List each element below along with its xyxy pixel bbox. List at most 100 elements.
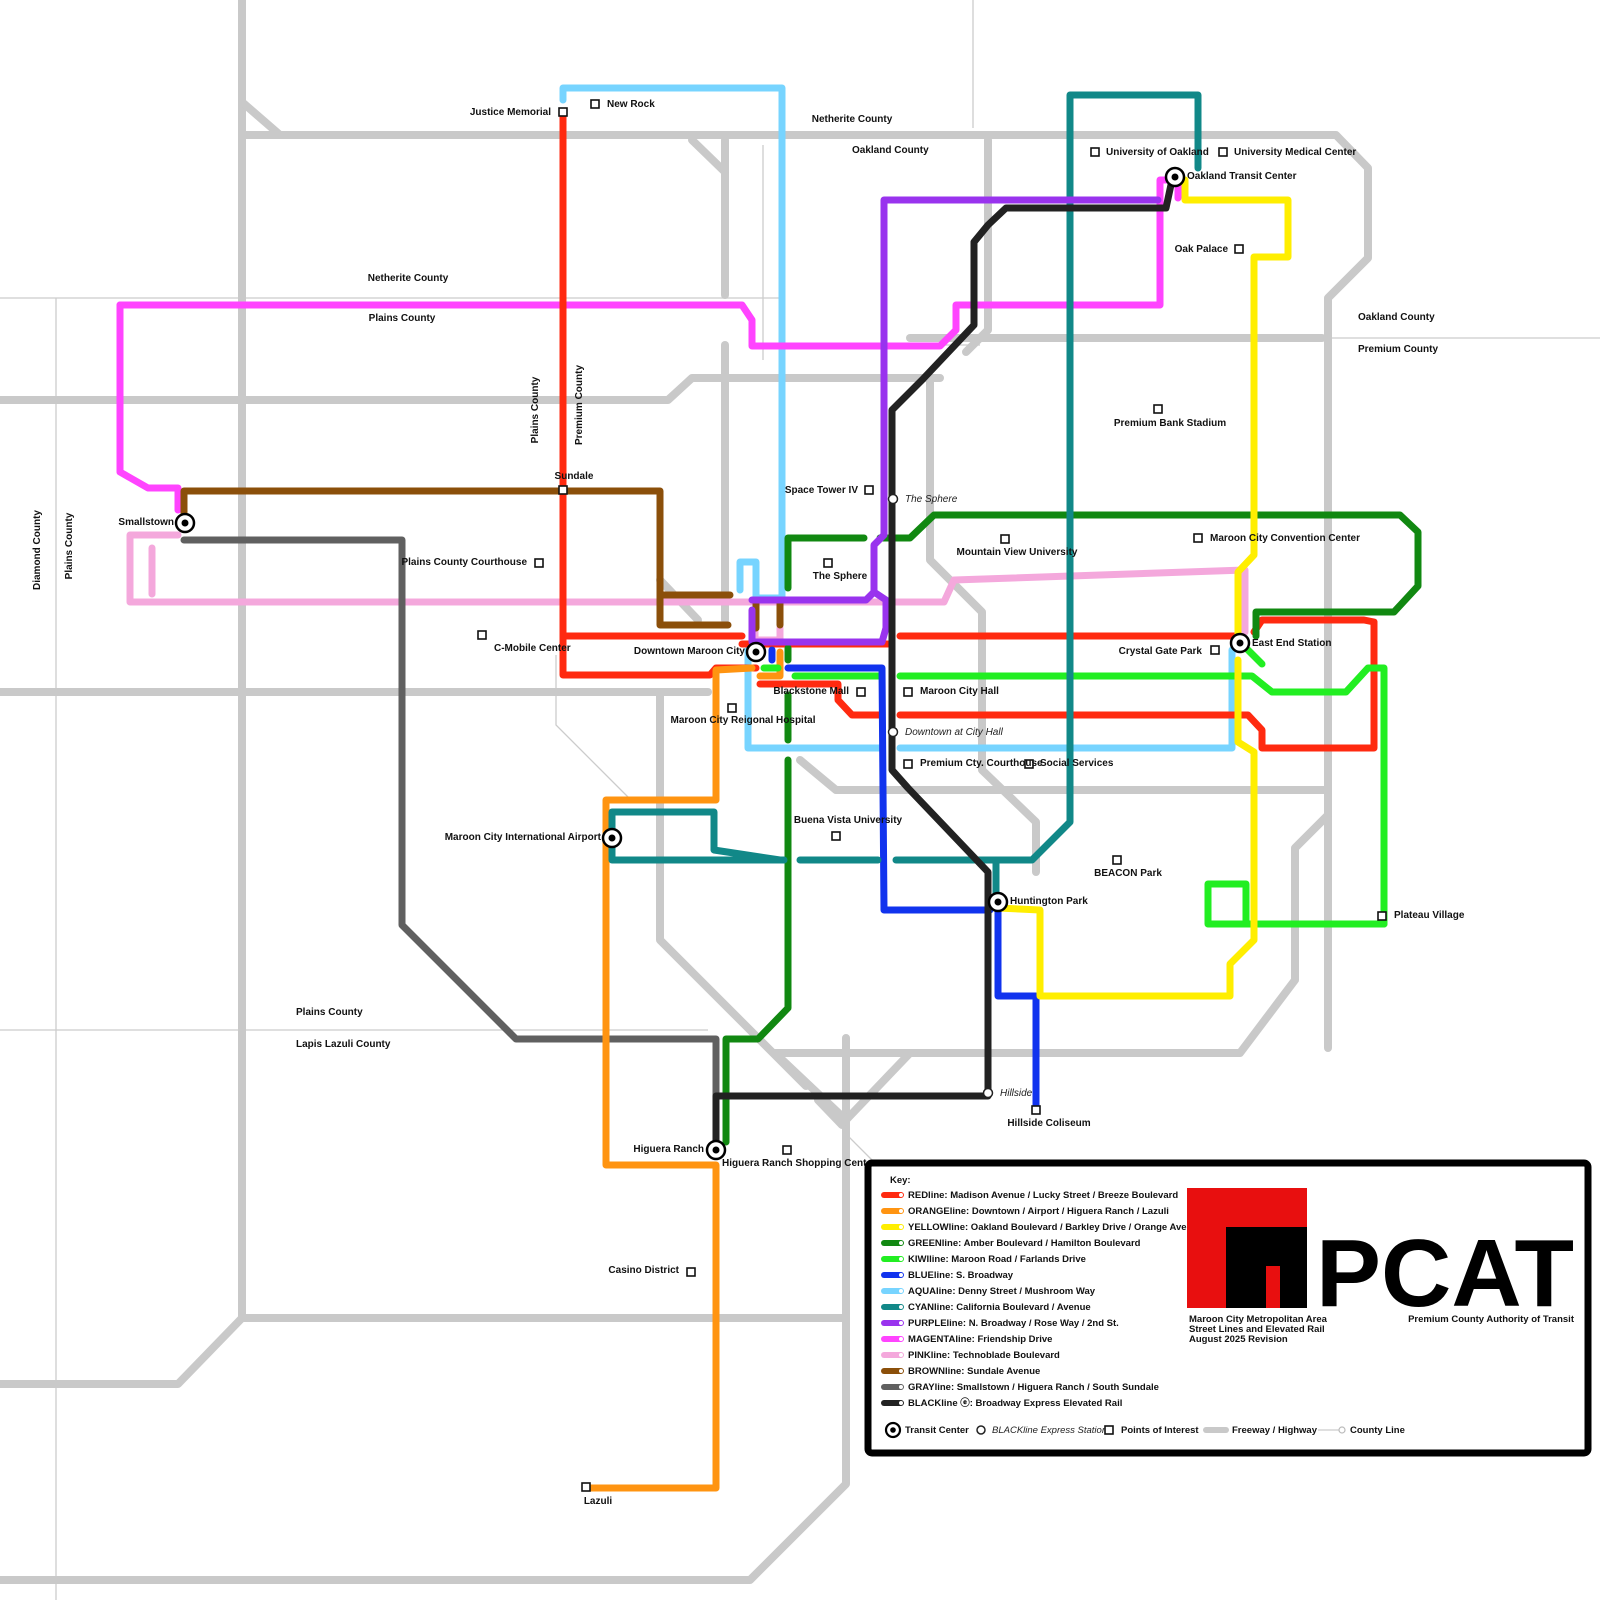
gray-line bbox=[180, 536, 720, 1134]
legend-swatch-dot bbox=[898, 1288, 904, 1294]
legend-line-list: REDline: Madison Avenue / Lucky Street /… bbox=[881, 1190, 1203, 1409]
points-of-interest-label-convention[interactable]: Maroon City Convention Center bbox=[1210, 533, 1360, 544]
transit-center-icon[interactable] bbox=[1229, 632, 1251, 654]
transit-center-label-airport[interactable]: Maroon City International Airport bbox=[445, 832, 602, 843]
poi-icon[interactable] bbox=[1193, 533, 1203, 543]
points-of-interest-label-oakpalace[interactable]: Oak Palace bbox=[1175, 244, 1229, 255]
yellow-line bbox=[994, 656, 1258, 1000]
points-of-interest-label-uoakland[interactable]: University of Oakland bbox=[1106, 147, 1209, 158]
poi-icon[interactable] bbox=[1024, 759, 1034, 769]
poi-icon[interactable] bbox=[856, 687, 866, 697]
freeway bbox=[796, 756, 1329, 794]
legend-swatch-dot bbox=[898, 1400, 904, 1406]
region-label-label-oakland-1: Oakland County bbox=[852, 145, 929, 156]
poi-icon[interactable] bbox=[590, 99, 600, 109]
transit-center-icon[interactable] bbox=[987, 891, 1009, 913]
poi-icon[interactable] bbox=[727, 703, 737, 713]
green-line bbox=[784, 534, 868, 592]
points-of-interest-label-sundale[interactable]: Sundale bbox=[555, 471, 594, 482]
transit-center-label-higuera[interactable]: Higuera Ranch bbox=[633, 1144, 704, 1155]
poi-icon[interactable] bbox=[1031, 1105, 1041, 1115]
freeway bbox=[771, 811, 1332, 1124]
points-of-interest-label-stadium[interactable]: Premium Bank Stadium bbox=[1114, 418, 1226, 429]
legend-express-station: BLACKline Express Station bbox=[992, 1425, 1107, 1436]
poi-icon[interactable] bbox=[903, 759, 913, 769]
transit-center-label-huntington[interactable]: Huntington Park bbox=[1010, 896, 1088, 907]
points-of-interest-label-higuerashop[interactable]: Higuera Ranch Shopping Center bbox=[722, 1158, 876, 1169]
transit-center-icon[interactable] bbox=[705, 1139, 727, 1161]
station-markers bbox=[174, 99, 1387, 1492]
express-station-label-hillside-ex[interactable]: Hillside bbox=[1000, 1088, 1033, 1099]
points-of-interest-label-crystalgate[interactable]: Crystal Gate Park bbox=[1119, 646, 1203, 657]
legend-line-label-aqua: AQUAline: Denny Street / Mushroom Way bbox=[908, 1286, 1096, 1297]
points-of-interest-label-casino[interactable]: Casino District bbox=[608, 1265, 679, 1276]
poi-icon[interactable] bbox=[1000, 534, 1010, 544]
orange-line bbox=[756, 648, 784, 680]
transit-center-icon[interactable] bbox=[1164, 166, 1186, 188]
points-of-interest-label-coliseum[interactable]: Hillside Coliseum bbox=[1007, 1118, 1090, 1129]
transit-center-icon[interactable] bbox=[174, 512, 196, 534]
brown-line bbox=[180, 487, 734, 599]
region-label-label-netherite-2: Netherite County bbox=[368, 273, 449, 284]
points-of-interest-label-plainscourt[interactable]: Plains County Courthouse bbox=[401, 557, 527, 568]
poi-icon[interactable] bbox=[534, 558, 544, 568]
points-of-interest-label-umed[interactable]: University Medical Center bbox=[1234, 147, 1356, 158]
points-of-interest-label-premcourt[interactable]: Premium Cty. Courthouse bbox=[920, 758, 1043, 769]
poi-icon[interactable] bbox=[823, 558, 833, 568]
freeway bbox=[814, 1096, 846, 1129]
transit-center-label-east-end[interactable]: East End Station bbox=[1252, 638, 1331, 649]
points-of-interest-label-sphere-poi[interactable]: The Sphere bbox=[813, 571, 868, 582]
poi-icon[interactable] bbox=[1377, 911, 1387, 921]
transit-center-icon[interactable] bbox=[745, 641, 767, 663]
points-of-interest-label-lazuli[interactable]: Lazuli bbox=[584, 1496, 613, 1507]
points-of-interest-label-plateau[interactable]: Plateau Village bbox=[1394, 910, 1465, 921]
region-label-label-plains-1: Plains County bbox=[369, 313, 436, 324]
poi-markers bbox=[477, 99, 1387, 1492]
poi-icon[interactable] bbox=[864, 485, 874, 495]
express-station-icon[interactable] bbox=[982, 1087, 994, 1099]
green-line bbox=[722, 756, 792, 1146]
points-of-interest-label-blackstone[interactable]: Blackstone Mall bbox=[773, 686, 849, 697]
points-of-interest-label-buenavista[interactable]: Buena Vista University bbox=[794, 815, 903, 826]
region-label-label-premium-1: Premium County bbox=[1358, 344, 1438, 355]
legend: Key: REDline: Madison Avenue / Lucky Str… bbox=[864, 1159, 1592, 1457]
magenta-line bbox=[116, 301, 182, 514]
transit-center-label-downtown[interactable]: Downtown Maroon City bbox=[634, 646, 746, 657]
poi-icon[interactable] bbox=[477, 630, 487, 640]
transit-center-label-oakland-tc[interactable]: Oakland Transit Center bbox=[1187, 171, 1297, 182]
legend-line-label-blue: BLUEline: S. Broadway bbox=[908, 1270, 1014, 1281]
points-of-interest-label-social[interactable]: Social Services bbox=[1040, 758, 1114, 769]
transit-center-icon[interactable] bbox=[601, 827, 623, 849]
poi-icon[interactable] bbox=[1090, 147, 1100, 157]
poi-icon[interactable] bbox=[903, 687, 913, 697]
transit-center-label-smallstown[interactable]: Smallstown bbox=[118, 517, 174, 528]
poi-icon[interactable] bbox=[558, 485, 568, 495]
poi-icon[interactable] bbox=[558, 107, 568, 117]
points-of-interest-label-cmobile[interactable]: C-Mobile Center bbox=[494, 643, 571, 654]
poi-icon[interactable] bbox=[1218, 147, 1228, 157]
poi-icon[interactable] bbox=[1234, 244, 1244, 254]
poi-icon[interactable] bbox=[1112, 855, 1122, 865]
poi-icon[interactable] bbox=[1210, 645, 1220, 655]
county-line bbox=[847, 1135, 873, 1161]
poi-icon[interactable] bbox=[686, 1267, 696, 1277]
points-of-interest-label-hospital[interactable]: Maroon City Reigonal Hospital bbox=[670, 715, 815, 726]
legend-county-line: County Line bbox=[1350, 1425, 1405, 1436]
region-label-label-lapis: Lapis Lazuli County bbox=[296, 1039, 391, 1050]
express-station-label-sphere-ex[interactable]: The Sphere bbox=[905, 494, 958, 505]
kiwi-line bbox=[1244, 646, 1266, 668]
express-station-icon[interactable] bbox=[887, 726, 899, 738]
poi-icon[interactable] bbox=[831, 831, 841, 841]
poi-icon[interactable] bbox=[1153, 404, 1163, 414]
points-of-interest-label-beacon[interactable]: BEACON Park bbox=[1094, 868, 1162, 879]
points-of-interest-label-justice[interactable]: Justice Memorial bbox=[470, 107, 551, 118]
poi-icon[interactable] bbox=[782, 1145, 792, 1155]
points-of-interest-label-cityhall[interactable]: Maroon City Hall bbox=[920, 686, 999, 697]
points-of-interest-label-mvu[interactable]: Mountain View University bbox=[957, 547, 1078, 558]
express-station-icon[interactable] bbox=[887, 493, 899, 505]
express-station-label-cityhall-ex[interactable]: Downtown at City Hall bbox=[905, 727, 1004, 738]
points-of-interest-label-spacetower[interactable]: Space Tower IV bbox=[785, 485, 859, 496]
poi-icon[interactable] bbox=[581, 1482, 591, 1492]
points-of-interest-label-newrock[interactable]: New Rock bbox=[607, 99, 655, 110]
